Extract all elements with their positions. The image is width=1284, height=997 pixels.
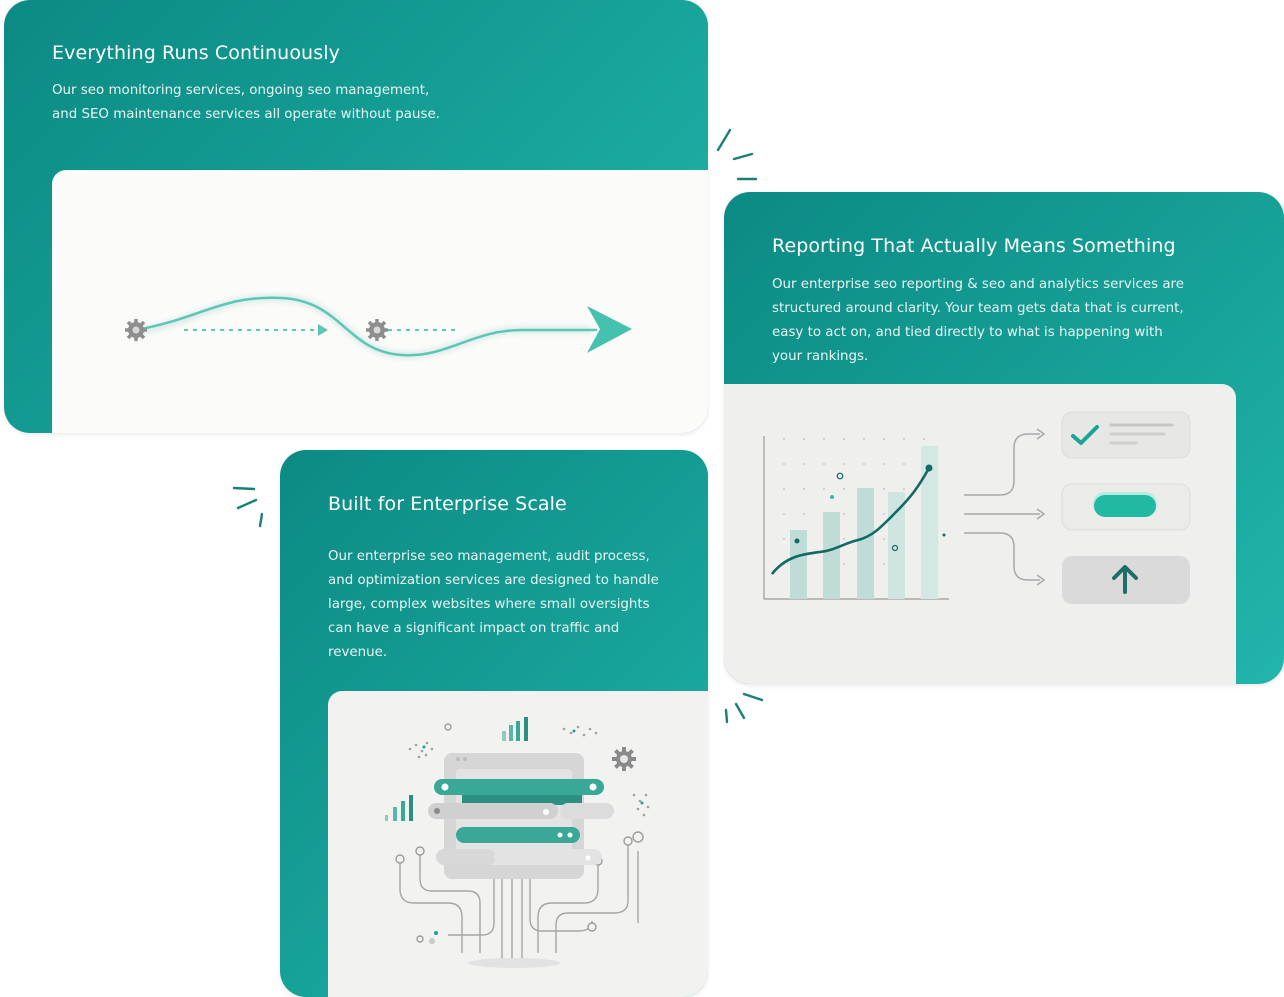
- card-description: Our enterprise seo reporting & seo and a…: [772, 277, 1185, 364]
- card-enterprise: Built for Enterprise Scale Our enterpris…: [280, 450, 708, 997]
- continuous-illustration: [52, 170, 708, 433]
- reporting-illustration: [724, 384, 1236, 684]
- card-description: Our enterprise seo management, audit pro…: [328, 549, 659, 660]
- card-title: Everything Runs Continuously: [52, 42, 340, 64]
- sparkle-icon: [724, 692, 764, 724]
- card-description: Our seo monitoring services, ongoing seo…: [52, 83, 440, 122]
- analytics-chart-icon: [763, 411, 1191, 604]
- card-continuous: Everything Runs Continuously Our seo mon…: [4, 0, 708, 433]
- server-network-icon: [385, 717, 650, 968]
- sparkle-icon: [232, 486, 264, 528]
- enterprise-illustration: [328, 691, 708, 997]
- card-reporting: Reporting That Actually Means Something …: [724, 192, 1284, 684]
- card-title: Reporting That Actually Means Something: [772, 235, 1176, 257]
- sparkle-icon: [716, 128, 758, 181]
- workflow-arrow-icon: [125, 294, 632, 359]
- card-title: Built for Enterprise Scale: [328, 493, 567, 515]
